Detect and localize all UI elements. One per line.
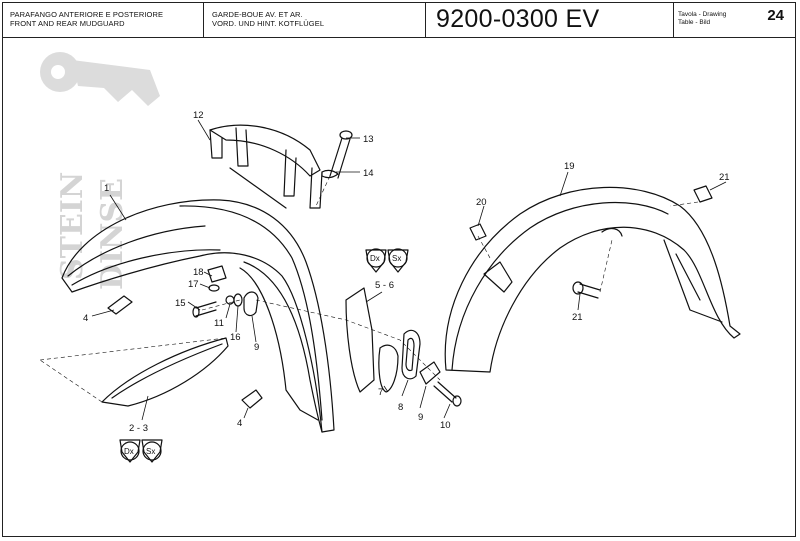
watermark-line-1: STEIN (55, 172, 90, 280)
reinforcement-plate (101, 337, 229, 407)
bolt-10 (433, 381, 462, 407)
rubber-buffer (378, 344, 399, 393)
front-mudguard (61, 199, 335, 433)
badge-sx-lower (141, 439, 163, 463)
callout-2-3: 2 - 3 (129, 423, 148, 434)
key-logo-icon (40, 52, 160, 106)
table-label-2: Table - Bild (678, 19, 711, 26)
callout-19: 19 (564, 161, 575, 172)
washer-16 (233, 293, 243, 307)
watermark-line-2: DINSE (95, 178, 130, 290)
callout-15: 15 (175, 298, 186, 309)
bolt-21 (572, 281, 601, 299)
table-label-1: Tavola - Drawing (678, 11, 727, 18)
callouts: 1 2 - 3 4 4 5 - 6 7 8 9 9 10 11 12 13 14… (83, 110, 730, 434)
callout-4-left: 4 (83, 313, 88, 324)
clip-4-left (107, 295, 133, 315)
title-english: FRONT AND REAR MUDGUARD (10, 19, 125, 28)
callout-11: 11 (214, 318, 224, 329)
callout-16: 16 (230, 332, 241, 343)
callout-1: 1 (104, 183, 109, 194)
callout-20: 20 (476, 197, 487, 208)
drawing-number-cell: 9200-0300 EV (426, 2, 674, 37)
bolt-13 (329, 130, 353, 179)
title-block: PARAFANGO ANTERIORE E POSTERIORE FRONT A… (2, 2, 796, 38)
callout-12: 12 (193, 110, 204, 121)
nut-18 (207, 265, 227, 283)
spacer-8 (401, 329, 421, 380)
badge-sx-upper-label: Sx (392, 254, 401, 263)
badge-dx-upper (365, 248, 387, 273)
washer-14 (321, 169, 339, 179)
badge-dx-lower (119, 439, 141, 463)
assembly-lines (39, 175, 699, 403)
nut-20 (469, 223, 487, 241)
callout-17: 17 (188, 279, 199, 290)
clip-4-lower (241, 389, 263, 409)
title-french: GARDE-BOUE AV. ET AR. (212, 10, 303, 19)
callout-9-lower: 9 (418, 412, 423, 423)
plate-9-upper (243, 291, 259, 317)
callout-9-upper: 9 (254, 342, 259, 353)
callout-7: 7 (378, 387, 383, 398)
drawing-number: 9200-0300 EV (436, 5, 600, 33)
title-italian: PARAFANGO ANTERIORE E POSTERIORE (10, 10, 164, 19)
badge-dx-upper-label: Dx (370, 254, 380, 263)
callout-4-lower: 4 (237, 418, 242, 429)
callout-18: 18 (193, 267, 204, 278)
mudguard-bracket (209, 124, 323, 209)
callout-8: 8 (398, 402, 403, 413)
plate-9-lower (419, 361, 441, 385)
badge-sx-upper (387, 248, 409, 273)
callout-21-lower: 21 (572, 312, 583, 323)
title-german: VORD. UND HINT. KOTFLÜGEL (212, 19, 325, 28)
nut-21 (693, 185, 713, 203)
table-cell: Tavola - Drawing Table - Bild 24 (674, 2, 796, 37)
watermark: STEIN DINSE (40, 52, 160, 290)
callout-14: 14 (363, 168, 374, 179)
title-cell-fr-de: GARDE-BOUE AV. ET AR. VORD. UND HINT. KO… (204, 2, 426, 37)
page-number: 24 (767, 7, 784, 24)
callout-13: 13 (363, 134, 374, 145)
rear-mudguard (444, 186, 741, 373)
title-cell-it-en: PARAFANGO ANTERIORE E POSTERIORE FRONT A… (2, 2, 204, 37)
badge-labels: Dx Sx Dx Sx (124, 254, 401, 456)
nut-17 (208, 284, 220, 292)
callout-21-upper: 21 (719, 172, 730, 183)
side-trim (345, 287, 375, 393)
callout-10: 10 (440, 420, 451, 431)
callout-5-6: 5 - 6 (375, 280, 394, 291)
badge-dx-lower-label: Dx (124, 447, 134, 456)
badge-sx-lower-label: Sx (146, 447, 155, 456)
leader-lines (91, 119, 727, 421)
